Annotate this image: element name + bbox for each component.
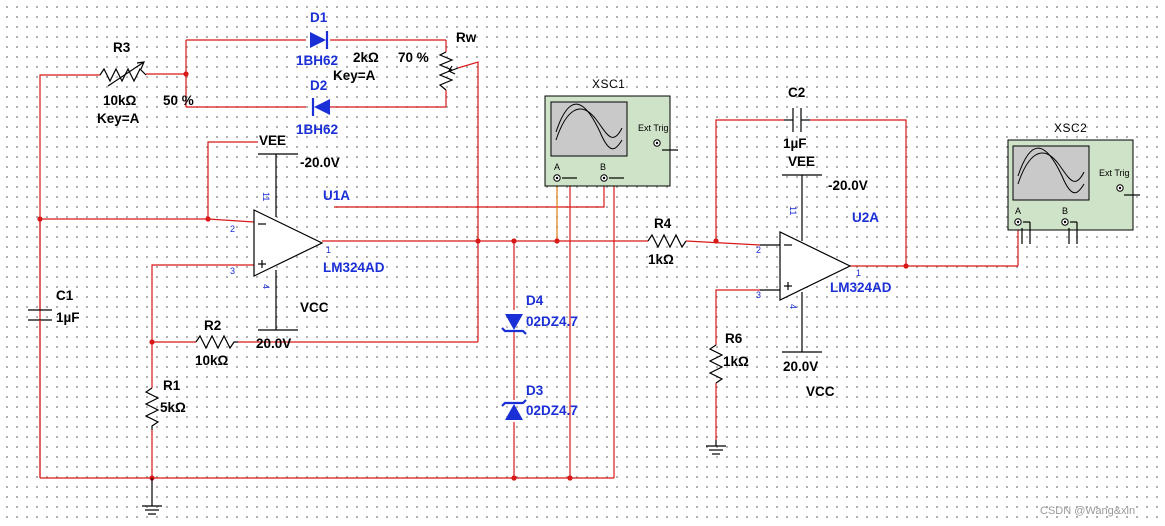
opamp-u1a[interactable]: 2 3 1 11 4 VEE -20.0V U1A LM324AD VCC 20… [230,133,385,351]
xsc2-ref: XSC2 [1054,121,1087,135]
u2a-vee-label: VEE [788,154,815,169]
wires [39,39,1019,479]
rw-percent: 70 % [398,50,429,65]
rw-ref: Rw [456,30,477,45]
rw-value: 2kΩ [353,50,379,65]
junction-dots [37,71,909,481]
resistor-r2[interactable]: R2 10kΩ [195,318,238,368]
c1-ref: C1 [56,288,74,303]
xsc2-ext-trig: Ext Trig [1099,168,1130,178]
opamp-u2a[interactable]: 2 3 1 11 4 VEE -20.0V U2A LM324AD 20.0V … [756,154,892,399]
r1-ref: R1 [163,378,181,393]
u2a-ref: U2A [852,210,879,225]
u1a-ref: U1A [323,188,350,203]
d1-ref: D1 [310,10,328,25]
rw-key: Key=A [333,68,376,83]
u1a-pin-inv: 2 [230,224,235,234]
oscilloscope-xsc1[interactable]: XSC1 Ext Trig A B [544,77,678,187]
r6-value: 1kΩ [723,354,749,369]
diode-d2[interactable]: D2 1BH62 [296,78,338,137]
u1a-vcc-label: VCC [300,300,329,315]
r3-percent: 50 % [163,93,194,108]
u2a-pin-noninv: 3 [756,290,761,300]
xsc1-ch-b: B [600,162,606,172]
ground-symbol [142,478,162,515]
d2-part: 1BH62 [296,122,338,137]
c1-value: 1µF [56,310,80,325]
resistor-r1[interactable]: R1 5kΩ [144,378,186,430]
u2a-vee-value: -20.0V [828,178,868,193]
diode-d1[interactable]: D1 1BH62 [296,10,338,68]
zener-d4[interactable]: D4 02DZ4.7 [501,293,578,335]
r3-potentiometer[interactable]: R3 10kΩ Key=A 50 % [97,40,194,126]
oscilloscope-xsc2[interactable]: XSC2 Ext Trig A B [1007,121,1140,244]
u2a-pin-inv: 2 [756,245,761,255]
ground-symbol [706,440,726,455]
capacitor-c1[interactable]: C1 1µF [28,288,80,478]
u2a-vcc-value: 20.0V [783,359,818,374]
d4-part: 02DZ4.7 [526,314,578,329]
u2a-pin-top: 11 [788,206,798,215]
u1a-pin-out: 1 [326,245,331,255]
u1a-pin-bottom: 4 [261,284,271,289]
d1-part: 1BH62 [296,53,338,68]
u2a-pin-bottom: 4 [788,304,798,309]
r3-ref: R3 [113,40,131,55]
c2-value: 1µF [783,136,807,151]
u1a-vcc-value: 20.0V [256,336,291,351]
u1a-part: LM324AD [323,260,385,275]
u1a-pin-top: 11 [261,192,271,201]
d3-part: 02DZ4.7 [526,403,578,418]
xsc2-ch-a: A [1015,206,1021,216]
xsc1-ext-trig: Ext Trig [638,123,669,133]
r4-ref: R4 [654,216,672,231]
xsc1-ref: XSC1 [592,77,625,91]
u2a-part: LM324AD [830,280,892,295]
d2-ref: D2 [310,78,327,93]
watermark: CSDN @Wang&xin [1040,505,1135,517]
r3-key: Key=A [97,111,140,126]
zener-d3[interactable]: D3 02DZ4.7 [501,383,578,420]
r4-value: 1kΩ [648,252,674,267]
u2a-vcc-label: VCC [806,384,835,399]
d3-ref: D3 [526,383,544,398]
xsc2-ch-b: B [1062,206,1068,216]
r3-value: 10kΩ [103,93,137,108]
r1-value: 5kΩ [160,400,186,415]
r2-ref: R2 [204,318,221,333]
r6-ref: R6 [725,331,743,346]
xsc1-ch-a: A [554,162,560,172]
resistor-r4[interactable]: R4 1kΩ [647,216,687,267]
u1a-pin-noninv: 3 [230,266,235,276]
u1a-vee-label: VEE [259,133,286,148]
d4-ref: D4 [526,293,544,308]
r2-value: 10kΩ [195,353,229,368]
rw-potentiometer[interactable]: Rw 2kΩ 70 % Key=A [333,30,477,91]
capacitor-c2[interactable]: C2 1µF [783,85,810,151]
u2a-pin-out: 1 [856,268,861,278]
u1a-vee-value: -20.0V [300,155,340,170]
c2-ref: C2 [788,85,805,100]
resistor-r6[interactable]: R6 1kΩ [708,331,749,384]
